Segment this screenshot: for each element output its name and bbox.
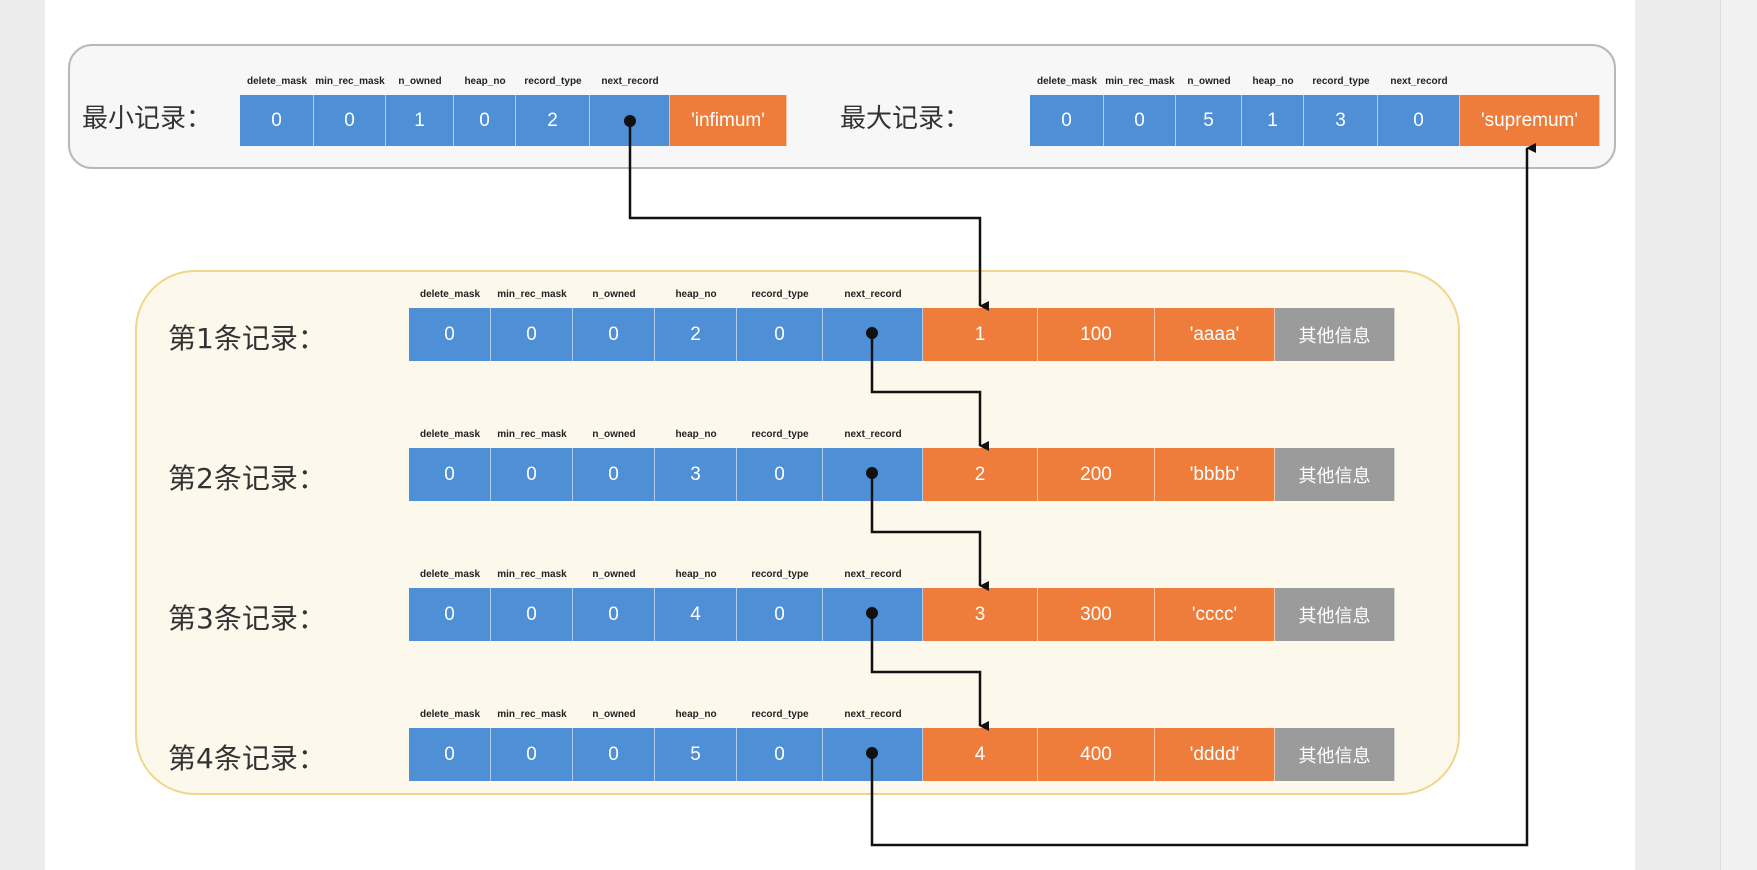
infimum-header-next-record: next_record <box>601 76 659 87</box>
record-3-header-delete-mask: delete_mask <box>419 569 481 580</box>
record-2-other-info-cell: 其他信息 <box>1275 448 1395 501</box>
record-2-col2-cell: 200 <box>1038 448 1155 501</box>
record-3-min-rec-mask-cell: 0 <box>491 588 573 641</box>
record-1-col3-cell: 'aaaa' <box>1155 308 1275 361</box>
record-4-label: 第4条记录： <box>168 742 326 775</box>
supremum-n-owned-cell: 5 <box>1176 95 1242 146</box>
record-3-delete-mask-cell: 0 <box>409 588 491 641</box>
record-2-header-min-rec-mask: min_rec_mask <box>497 429 567 440</box>
record-2-delete-mask-cell: 0 <box>409 448 491 501</box>
record-1-header-n-owned: n_owned <box>592 289 636 300</box>
record-4-min-rec-mask-cell: 0 <box>491 728 573 781</box>
supremum-header-heap-no: heap_no <box>1252 76 1294 87</box>
supremum-heap-no-cell: 1 <box>1242 95 1304 146</box>
record-1-header-min-rec-mask: min_rec_mask <box>497 289 567 300</box>
record-2-label: 第2条记录： <box>168 462 326 495</box>
record-2-header-next-record: next_record <box>844 429 902 440</box>
supremum-header-record-type: record_type <box>1312 76 1370 87</box>
right-scroll-gutter <box>1720 0 1757 870</box>
record-2-header-record-type: record_type <box>751 429 809 440</box>
record-1-header-delete-mask: delete_mask <box>419 289 481 300</box>
record-2-header-heap-no: heap_no <box>675 429 717 440</box>
infimum-min-rec-mask-cell: 0 <box>314 95 386 146</box>
supremum-header-next-record: next_record <box>1390 76 1448 87</box>
record-2-col3-cell: 'bbbb' <box>1155 448 1275 501</box>
record-4-record-type-cell: 0 <box>737 728 823 781</box>
record-3-to-record-4-arrow <box>870 613 989 731</box>
infimum-data-cell: 'infimum' <box>670 95 787 146</box>
supremum-record-type-cell: 3 <box>1304 95 1378 146</box>
record-2-to-record-3-arrow <box>870 473 989 591</box>
supremum-header-n-owned: n_owned <box>1187 76 1231 87</box>
record-3-col2-cell: 300 <box>1038 588 1155 641</box>
infimum-to-record-1-arrow <box>628 121 989 311</box>
infimum-header-n-owned: n_owned <box>398 76 442 87</box>
infimum-record-type-cell: 2 <box>516 95 590 146</box>
infimum-label: 最小记录： <box>82 104 213 134</box>
infimum-header-min-rec-mask: min_rec_mask <box>315 76 385 87</box>
record-1-col2-cell: 100 <box>1038 308 1155 361</box>
record-3-header-heap-no: heap_no <box>675 569 717 580</box>
supremum-data-cell: 'supremum' <box>1460 95 1600 146</box>
record-2-header-delete-mask: delete_mask <box>419 429 481 440</box>
record-3-col3-cell: 'cccc' <box>1155 588 1275 641</box>
record-3-col1-cell: 3 <box>923 588 1038 641</box>
record-1-header-heap-no: heap_no <box>675 289 717 300</box>
record-2-header-n-owned: n_owned <box>592 429 636 440</box>
record-4-header-record-type: record_type <box>751 709 809 720</box>
record-4-col1-cell: 4 <box>923 728 1038 781</box>
record-1-delete-mask-cell: 0 <box>409 308 491 361</box>
record-1-n-owned-cell: 0 <box>573 308 655 361</box>
record-4-n-owned-cell: 0 <box>573 728 655 781</box>
record-2-n-owned-cell: 0 <box>573 448 655 501</box>
record-3-other-info-cell: 其他信息 <box>1275 588 1395 641</box>
record-3-label: 第3条记录： <box>168 602 326 635</box>
record-3-n-owned-cell: 0 <box>573 588 655 641</box>
record-3-header-n-owned: n_owned <box>592 569 636 580</box>
record-3-heap-no-cell: 4 <box>655 588 737 641</box>
infimum-header-heap-no: heap_no <box>464 76 506 87</box>
record-4-other-info-cell: 其他信息 <box>1275 728 1395 781</box>
supremum-next-record-cell: 0 <box>1378 95 1460 146</box>
record-2-record-type-cell: 0 <box>737 448 823 501</box>
infimum-delete-mask-cell: 0 <box>240 95 314 146</box>
supremum-min-rec-mask-cell: 0 <box>1104 95 1176 146</box>
record-1-header-record-type: record_type <box>751 289 809 300</box>
record-4-header-delete-mask: delete_mask <box>419 709 481 720</box>
supremum-label: 最大记录： <box>840 104 971 134</box>
record-4-header-n-owned: n_owned <box>592 709 636 720</box>
record-1-col1-cell: 1 <box>923 308 1038 361</box>
infimum-heap-no-cell: 0 <box>454 95 516 146</box>
record-1-other-info-cell: 其他信息 <box>1275 308 1395 361</box>
record-2-min-rec-mask-cell: 0 <box>491 448 573 501</box>
record-4-header-heap-no: heap_no <box>675 709 717 720</box>
record-3-header-next-record: next_record <box>844 569 902 580</box>
record-2-col1-cell: 2 <box>923 448 1038 501</box>
record-4-header-min-rec-mask: min_rec_mask <box>497 709 567 720</box>
supremum-header-delete-mask: delete_mask <box>1036 76 1098 87</box>
record-4-col2-cell: 400 <box>1038 728 1155 781</box>
record-3-header-min-rec-mask: min_rec_mask <box>497 569 567 580</box>
record-1-min-rec-mask-cell: 0 <box>491 308 573 361</box>
supremum-delete-mask-cell: 0 <box>1030 95 1104 146</box>
record-4-to-supremum-arrow <box>870 143 1536 847</box>
supremum-header-min-rec-mask: min_rec_mask <box>1105 76 1175 87</box>
record-3-header-record-type: record_type <box>751 569 809 580</box>
record-3-record-type-cell: 0 <box>737 588 823 641</box>
record-1-label: 第1条记录： <box>168 322 326 355</box>
record-4-header-next-record: next_record <box>844 709 902 720</box>
record-4-heap-no-cell: 5 <box>655 728 737 781</box>
record-4-delete-mask-cell: 0 <box>409 728 491 781</box>
record-1-record-type-cell: 0 <box>737 308 823 361</box>
infimum-n-owned-cell: 1 <box>386 95 454 146</box>
infimum-header-record-type: record_type <box>524 76 582 87</box>
record-2-heap-no-cell: 3 <box>655 448 737 501</box>
infimum-header-delete-mask: delete_mask <box>246 76 308 87</box>
record-4-col3-cell: 'dddd' <box>1155 728 1275 781</box>
record-1-header-next-record: next_record <box>844 289 902 300</box>
record-1-heap-no-cell: 2 <box>655 308 737 361</box>
record-1-to-record-2-arrow <box>870 333 989 451</box>
